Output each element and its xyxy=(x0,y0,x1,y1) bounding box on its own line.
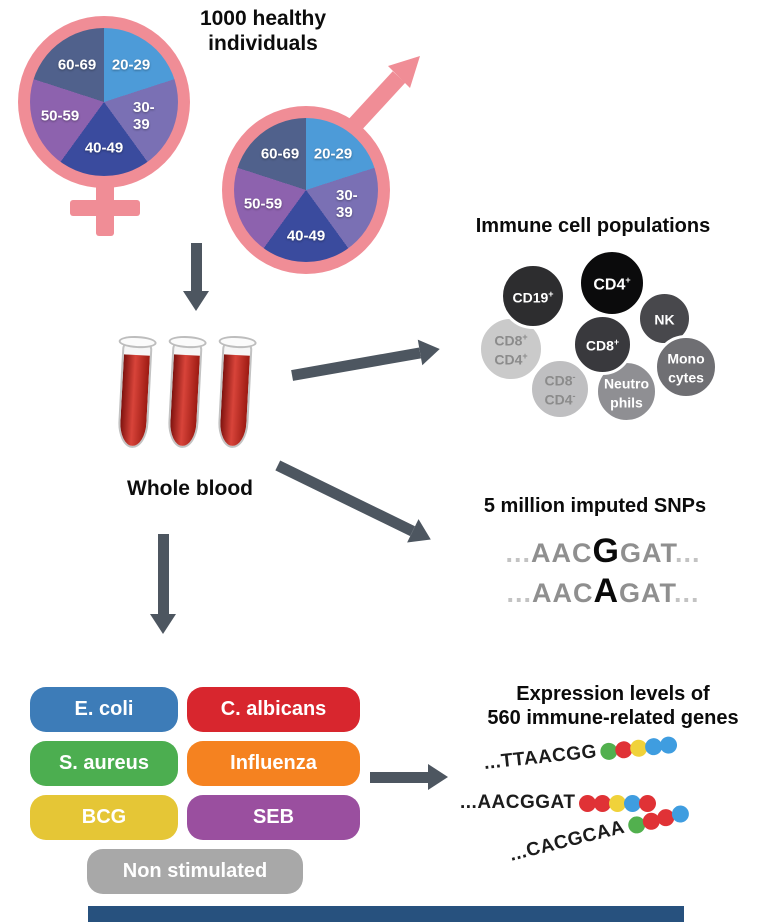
arrow-blood-to-snps xyxy=(272,453,437,552)
expression-dot xyxy=(659,735,679,754)
gene-sequence: ...TTAACGG xyxy=(482,741,598,774)
sequence-prefix: AAC xyxy=(531,538,593,568)
age-pie-male: 20-29 30-39 40-49 50-59 60-69 xyxy=(234,118,378,262)
cell-label: CD19+ xyxy=(512,288,554,306)
age-segment-label: 30-39 xyxy=(336,187,358,221)
stimulation-nonstimulated: Non stimulated xyxy=(87,849,303,894)
age-segment-label: 60-69 xyxy=(260,145,300,163)
snp-variant-letter: G xyxy=(592,532,620,570)
tube-blood xyxy=(219,354,250,447)
cell-label: NK xyxy=(654,311,675,328)
arrow-head xyxy=(183,291,209,311)
arrow-shaft xyxy=(190,243,202,291)
expression-row-2: ...AACGGAT xyxy=(460,792,657,814)
age-segment-label: 20-29 xyxy=(313,145,353,163)
sequence-suffix: GAT xyxy=(619,578,675,608)
cell-cd19: CD19+ xyxy=(500,263,566,329)
stimulation-saureus: S. aureus xyxy=(30,741,178,786)
tube-body xyxy=(217,341,253,449)
expression-dot xyxy=(639,794,657,812)
expression-title: Expression levels of 560 immune-related … xyxy=(487,683,739,729)
arrow-shaft xyxy=(370,771,428,783)
tube-blood xyxy=(119,354,150,447)
age-segment-label: 40-49 xyxy=(286,227,326,245)
age-pie-female: 20-29 30-39 40-49 50-59 60-69 xyxy=(30,28,178,176)
cell-label: Neutro phils xyxy=(603,375,650,411)
age-segment-label: 20-29 xyxy=(111,56,151,74)
immune-cells-title: Immune cell populations xyxy=(475,215,711,237)
expression-dot xyxy=(624,794,642,812)
expression-dot xyxy=(609,794,627,812)
sequence-prefix: AAC xyxy=(531,578,594,608)
expression-dots xyxy=(579,794,657,812)
cell-label: CD8+ xyxy=(585,337,620,354)
snps-title: 5 million imputed SNPs xyxy=(483,495,707,517)
arrow-cohort-to-blood xyxy=(183,243,209,311)
male-symbol-circle: 20-29 30-39 40-49 50-59 60-69 xyxy=(222,106,390,274)
stimulation-influenza: Influenza xyxy=(187,741,360,786)
age-segment-label: 50-59 xyxy=(40,107,80,125)
arrow-shaft xyxy=(275,460,416,536)
arrow-blood-to-cells xyxy=(290,336,442,388)
sequence-ellipsis: ... xyxy=(674,578,700,608)
expression-row-1: ...TTAACGG xyxy=(483,733,679,775)
male-symbol-arrow xyxy=(345,56,420,134)
gene-sequence: ...AACGGAT xyxy=(460,792,576,813)
cell-cd4: CD4+ xyxy=(578,249,646,317)
blood-tube xyxy=(165,335,207,449)
pill-label: BCG xyxy=(81,806,127,828)
cohort-title: 1000 healthy individuals xyxy=(199,7,327,55)
expression-dots xyxy=(599,735,679,761)
pill-label: Influenza xyxy=(230,752,317,774)
sequence-ellipsis: ... xyxy=(505,538,532,568)
arrow-head xyxy=(417,336,442,366)
stimulation-calbicans: C. albicans xyxy=(187,687,360,732)
stimulation-ecoli: E. coli xyxy=(30,687,178,732)
footer-bar xyxy=(88,906,684,922)
pill-label: SEB xyxy=(252,806,295,828)
pill-label: Non stimulated xyxy=(122,860,268,882)
arrow-shaft xyxy=(291,347,421,381)
expression-dot xyxy=(594,794,612,812)
snp-variant-letter: A xyxy=(593,572,620,610)
pill-label: C. albicans xyxy=(220,698,327,720)
cell-cd8neg-cd4neg: CD8- CD4- xyxy=(529,358,591,420)
blood-tube xyxy=(215,335,257,449)
female-symbol-crossbar xyxy=(70,200,140,216)
sequence-ellipsis: ... xyxy=(674,538,701,568)
arrow-shaft xyxy=(157,534,169,614)
blood-tube xyxy=(115,335,157,449)
stimulation-bcg: BCG xyxy=(30,795,178,840)
gene-sequence: ...CACGCAA xyxy=(507,816,627,866)
age-segment-label: 50-59 xyxy=(243,195,283,213)
sequence-suffix: GAT xyxy=(619,538,675,568)
snp-sequence-1: ...AACGGAT... xyxy=(438,532,768,571)
expression-dot xyxy=(579,794,597,812)
arrow-head xyxy=(428,764,448,790)
sequence-ellipsis: ... xyxy=(506,578,532,608)
arrow-head xyxy=(150,614,176,634)
female-symbol-circle: 20-29 30-39 40-49 50-59 60-69 xyxy=(18,16,190,188)
cell-label: CD8+ CD4+ xyxy=(494,332,528,368)
age-segment-label: 60-69 xyxy=(57,56,97,74)
cell-monocytes: Mono cytes xyxy=(654,335,718,399)
age-segment-label: 30-39 xyxy=(133,99,155,133)
snp-sequence-2: ...AACAGAT... xyxy=(438,572,768,611)
tube-blood xyxy=(169,354,200,447)
pill-label: E. coli xyxy=(74,698,134,720)
cell-label: CD4+ xyxy=(593,275,631,294)
age-segment-label: 40-49 xyxy=(84,139,124,157)
cell-label: CD8- CD4- xyxy=(544,372,576,408)
whole-blood-label: Whole blood xyxy=(127,477,253,500)
tube-body xyxy=(167,341,203,449)
arrow-blood-to-stimulations xyxy=(150,534,176,634)
stimulation-seb: SEB xyxy=(187,795,360,840)
cell-cd8: CD8+ xyxy=(572,314,633,375)
pill-label: S. aureus xyxy=(58,752,150,774)
cell-label: Mono cytes xyxy=(667,351,705,386)
arrow-stimulations-to-expression xyxy=(370,764,448,790)
tube-body xyxy=(117,341,153,449)
